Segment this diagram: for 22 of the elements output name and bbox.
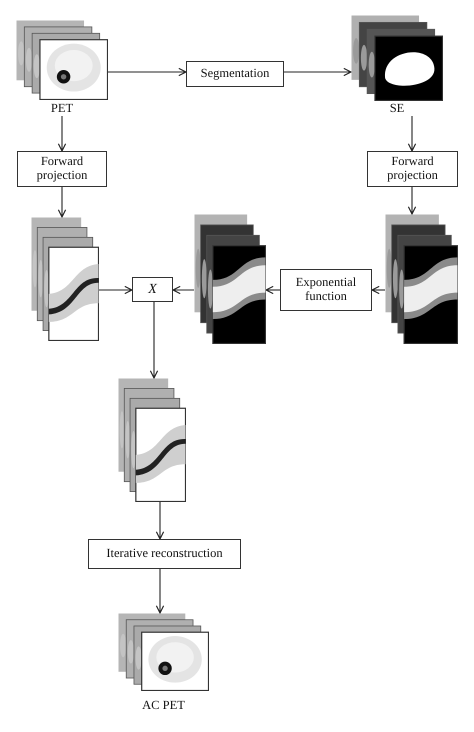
arrow [99, 286, 133, 294]
arrow [408, 116, 416, 152]
process-box: X [132, 277, 173, 302]
arrow [265, 286, 280, 294]
arrow [284, 68, 352, 76]
process-box: Exponential function [280, 269, 372, 311]
image-label: AC PET [142, 698, 185, 713]
arrow [58, 187, 66, 218]
image-label: PET [50, 101, 74, 116]
arrow [108, 68, 187, 76]
arrow [156, 502, 164, 540]
arrow [58, 116, 66, 152]
arrow [408, 187, 416, 215]
process-box: Forward projection [17, 151, 107, 187]
arrow [371, 286, 385, 294]
process-box: Segmentation [186, 61, 284, 87]
arrow [172, 286, 194, 294]
arrow [156, 569, 164, 614]
process-box: Forward projection [367, 151, 458, 187]
image-label: SE [390, 101, 404, 116]
process-box: Iterative reconstruction [88, 539, 241, 569]
arrow [150, 302, 158, 379]
